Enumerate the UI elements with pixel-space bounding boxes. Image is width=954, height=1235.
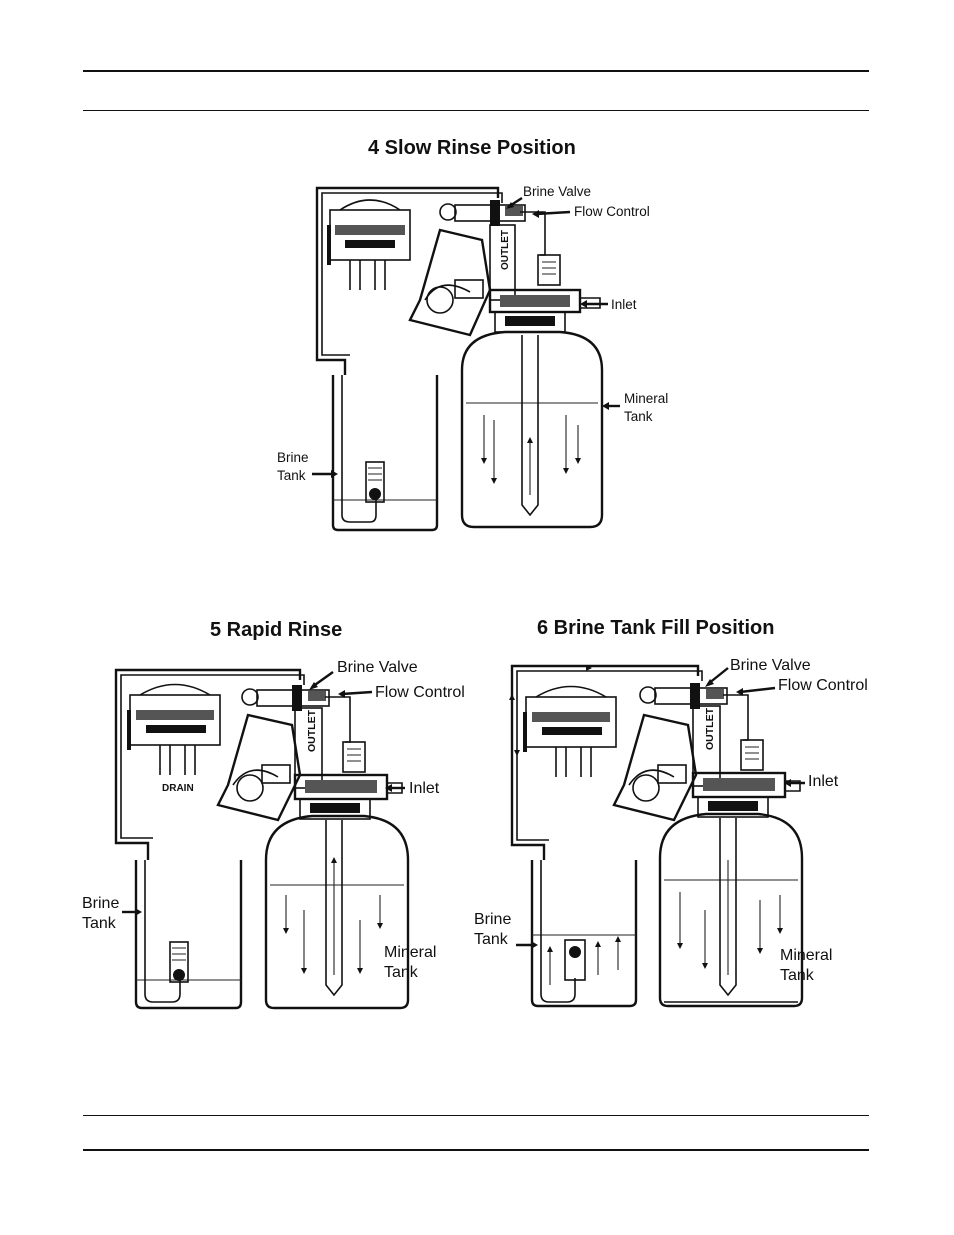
mineral-tank-label-line2: Tank [624,409,653,424]
outlet-label: OUTLET [500,230,511,270]
flow-control-label: Flow Control [778,677,868,694]
diagram-title-rapid-rinse: 5 Rapid Rinse [210,619,342,642]
mineral-tank-label-line1: Mineral [384,944,436,961]
brine-tank-label-line1: Brine [82,895,119,912]
brine-valve-label: Brine Valve [730,657,811,674]
outlet-label: OUTLET [704,707,716,750]
flow-control-label: Flow Control [574,204,650,219]
mineral-tank-label-line2: Tank [384,964,419,981]
slow-rinse-diagram: OUTLET Brine Valve Flow Control In [270,178,690,534]
injector-assembly [127,685,220,776]
diagram-title-slow-rinse: 4 Slow Rinse Position [368,137,576,160]
valve-body [490,290,600,332]
brine-tank [136,860,241,1008]
brine-line [317,188,498,375]
brine-tank [333,375,437,530]
brine-tank-label-line2: Tank [82,915,117,932]
brine-valve-assembly [640,683,727,709]
mineral-tank-label-line1: Mineral [624,391,668,406]
mineral-tank [462,332,602,527]
footer-rule-bottom [83,1149,869,1151]
mineral-tank-label-line2: Tank [780,967,815,984]
brine-tank-label-line2: Tank [474,931,509,948]
valve-body [693,773,800,817]
control-timer [218,715,300,820]
outlet-label: OUTLET [306,709,318,752]
header-rule-top [83,70,869,72]
inlet-label: Inlet [611,297,637,312]
inlet-label: Inlet [808,773,839,790]
valve-body [295,775,402,819]
control-timer [410,230,490,335]
drain-label: DRAIN [162,783,194,794]
mineral-tank-label-line1: Mineral [780,947,832,964]
footer-rule-top [83,1115,869,1116]
brine-valve-label: Brine Valve [523,184,591,199]
brine-valve-assembly [242,685,329,711]
injector-assembly [523,687,616,778]
brine-tank-label-line2: Tank [277,468,306,483]
brine-tank-label-line1: Brine [277,450,309,465]
brine-valve-label: Brine Valve [337,659,418,676]
flow-control-label: Flow Control [375,684,465,701]
diagram-title-brine-tank-fill: 6 Brine Tank Fill Position [537,617,774,640]
brine-tank-label-line1: Brine [474,911,511,928]
brine-tank [532,860,636,1006]
rapid-rinse-diagram: DRAIN OUTLET [78,652,478,1012]
inlet-label: Inlet [409,780,440,797]
injector-assembly [327,200,410,290]
header-rule-bottom [83,110,869,111]
brine-tank-fill-diagram: OUTLET Brine Valve Flow Control Inlet Mi… [470,650,880,1012]
control-timer [614,715,696,820]
